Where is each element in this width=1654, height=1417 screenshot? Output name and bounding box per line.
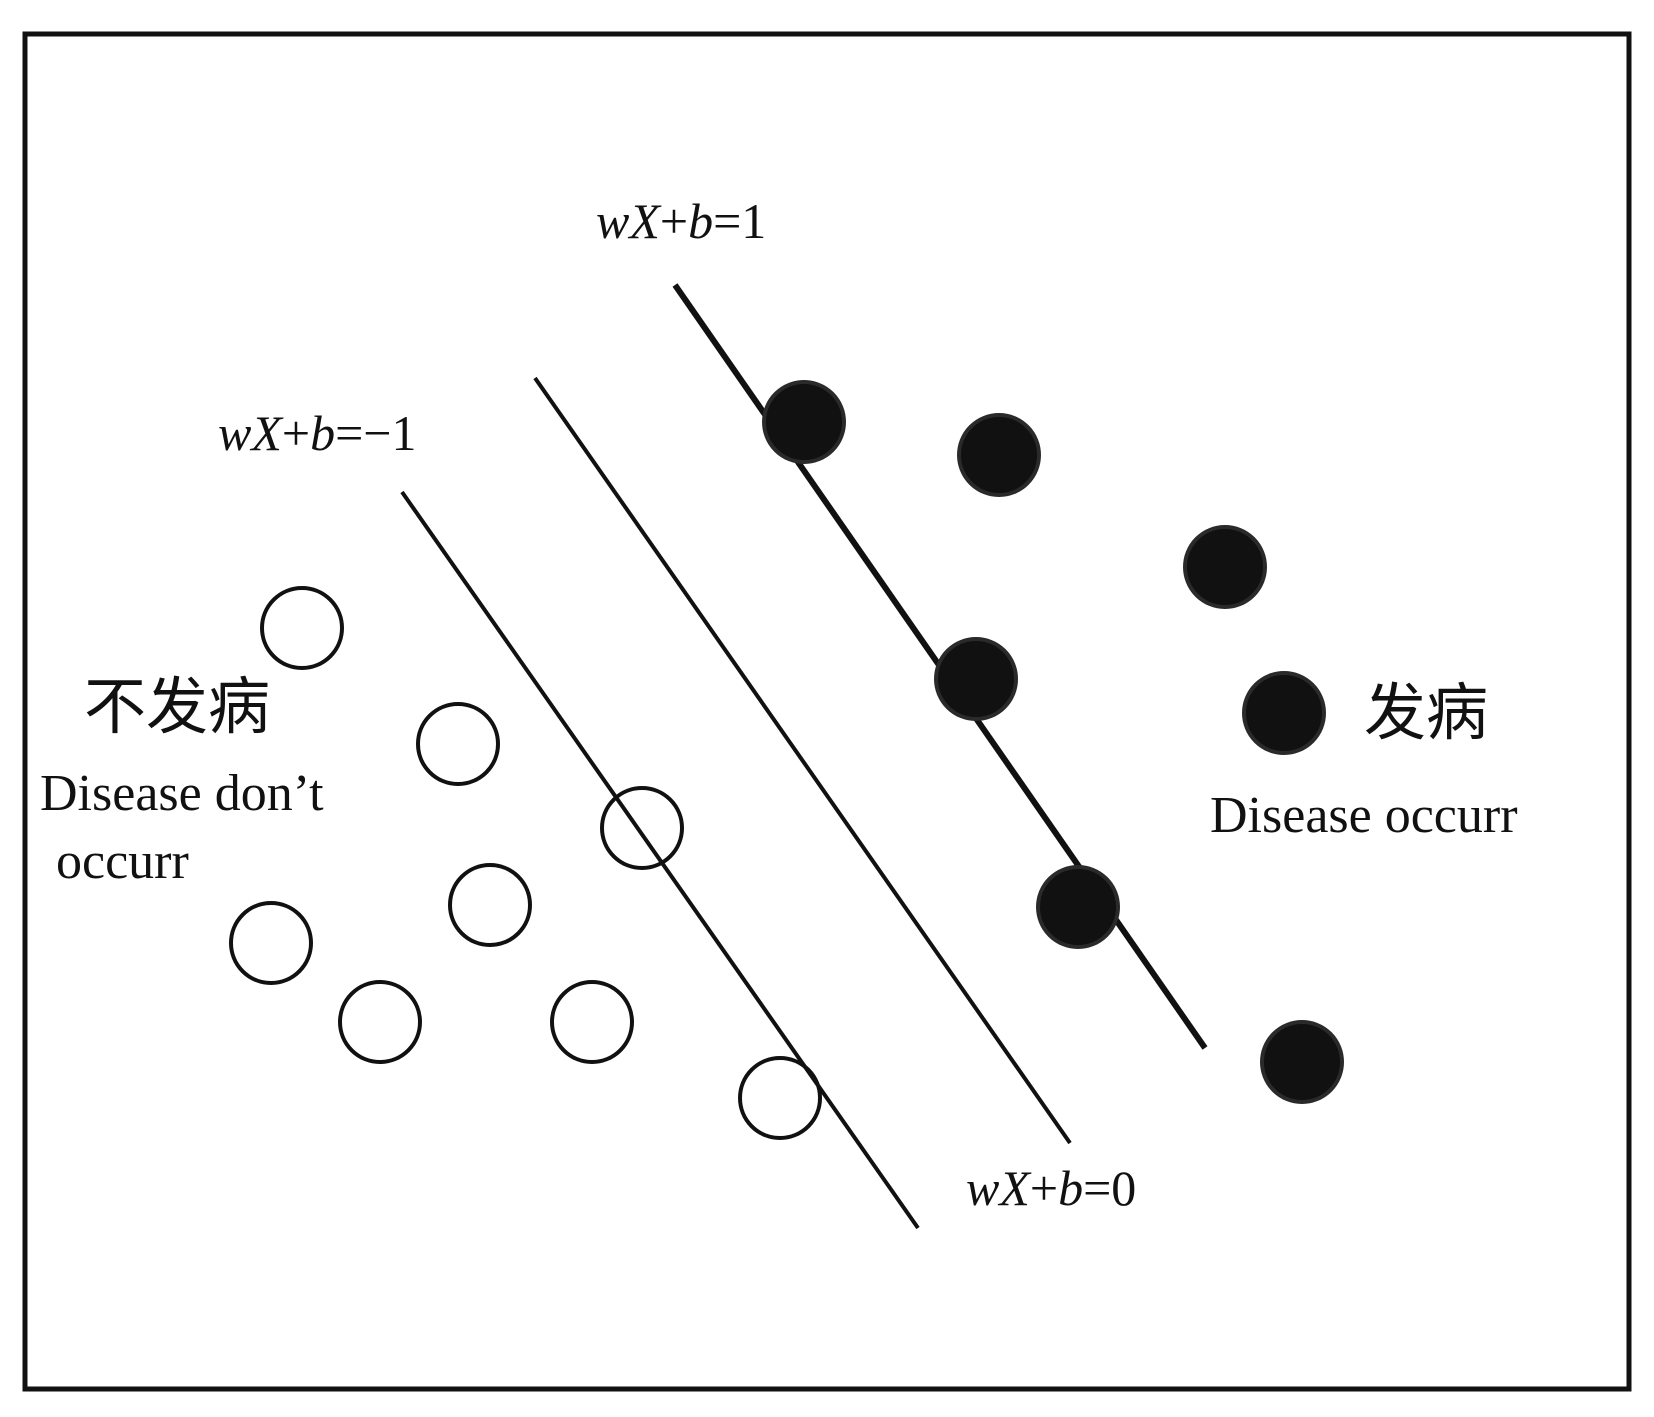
- negative-point: [260, 586, 344, 670]
- positive-point: [934, 637, 1018, 721]
- hyperplane-line: [533, 376, 1072, 1145]
- upper-margin-equation: wX+b=1: [596, 193, 766, 249]
- positive-points: [762, 380, 1344, 1104]
- positive-point: [762, 380, 846, 464]
- negative-point: [338, 980, 422, 1064]
- positive-point: [957, 413, 1041, 497]
- positive-point: [1242, 671, 1326, 755]
- positive-class-label-en: Disease occurr: [1210, 787, 1518, 844]
- hyperplane-equation: wX+b=0: [966, 1160, 1136, 1216]
- diagram-frame: [22, 31, 1632, 1392]
- positive-class-label-cn: 发病: [1364, 676, 1488, 749]
- negative-class-label-cn: 不发病: [84, 670, 270, 743]
- negative-points: [229, 586, 822, 1140]
- negative-point: [416, 702, 500, 786]
- lower-margin-equation: wX+b=−1: [218, 405, 417, 461]
- negative-class-label-en-line2: occurr: [56, 833, 189, 890]
- positive-point: [1183, 525, 1267, 609]
- negative-point: [738, 1056, 822, 1140]
- positive-point: [1036, 865, 1120, 949]
- negative-class-label-en-line1: Disease don’t: [40, 765, 324, 822]
- negative-point: [600, 786, 684, 870]
- negative-point: [448, 863, 532, 947]
- lower-margin-line: [400, 490, 920, 1230]
- negative-point: [550, 980, 634, 1064]
- positive-point: [1260, 1020, 1344, 1104]
- negative-point: [229, 901, 313, 985]
